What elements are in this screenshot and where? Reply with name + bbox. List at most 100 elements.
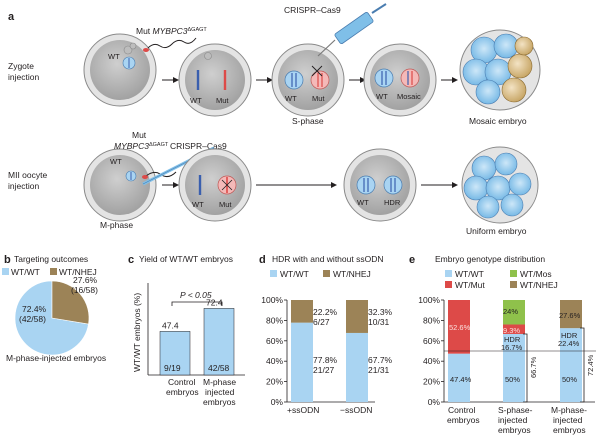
pie-nhej-count: (16/58): [71, 285, 98, 295]
e-c2-mos: 24%: [503, 307, 518, 316]
panel-d-title: HDR with and without ssODN: [272, 254, 383, 264]
d-b1-wt-cnt: 21/27: [313, 365, 335, 375]
bar-e-1-wt-wt: [448, 353, 470, 402]
sperm-tail: [147, 37, 197, 49]
e-c2-hdr: HDR: [504, 335, 521, 344]
e-tick-label-5: 0%: [428, 397, 441, 407]
e-cat1-l2: embryos: [447, 415, 480, 425]
bar-d-2-wt-wt: [346, 332, 368, 402]
wt-label-4: WT: [376, 92, 388, 101]
e-c3-hdr: HDR: [561, 331, 578, 340]
panel-c-label: c: [128, 254, 134, 266]
e-cat3-l2: injected: [553, 415, 583, 425]
e-c1-mut: 52.6%: [449, 323, 471, 332]
zygote-injection-label-2: injection: [8, 72, 39, 82]
panel-c: c Yield of WT/WT embryos WT/WT embryos (…: [128, 254, 245, 407]
bar-c-count-2: 42/58: [208, 363, 230, 373]
wt-label-1: WT: [108, 52, 120, 61]
pie-slice-wt-nhej: [51, 280, 90, 325]
e-tick-label-4: 20%: [423, 377, 440, 387]
e-c3-nhej: 27.6%: [559, 311, 581, 320]
zygote-cell-4: WT Mosaic: [363, 43, 437, 117]
legend-nhej-e: WT/NHEJ: [520, 280, 558, 290]
mut-gene-bottom: MYBPC3ΔGAGT: [114, 141, 169, 151]
bar-e-2-hdr: [503, 333, 525, 351]
bar-c-value-1: 47.4: [162, 320, 179, 330]
bar-c-1: [159, 331, 191, 376]
significance-bracket: [171, 301, 223, 306]
zygote-cell-1: WT Mut MYBPC3ΔGAGT: [83, 26, 207, 107]
pie-nhej-pct: 27.6%: [73, 275, 98, 285]
panel-b-title: Targeting outcomes: [14, 254, 88, 264]
c-cat2-l2: injected: [205, 387, 235, 397]
mut-gene-top: Mut MYBPC3ΔGAGT: [136, 26, 207, 36]
panel-d-label: d: [259, 254, 266, 266]
panel-c-title: Yield of WT/WT embryos: [139, 254, 233, 264]
e-cat3-l1: M-phase-: [551, 405, 587, 415]
bar-e-3-hdr: [560, 328, 582, 351]
legend-nhej-b: WT/NHEJ: [59, 267, 97, 277]
oocyte-injection-label-2: injection: [8, 181, 39, 191]
d-b2-nhej-cnt: 10/31: [368, 317, 390, 327]
mosaic-embryo-label: Mosaic embryo: [469, 116, 527, 126]
mut-label-6: Mut: [219, 200, 232, 209]
c-cat2-l3: embryos: [203, 397, 236, 407]
legend-swatch-mos-e: [510, 270, 517, 277]
d-b2-wt-cnt: 21/31: [368, 365, 390, 375]
d-tick-label-2: 60%: [266, 336, 283, 346]
d-tick-label-5: 0%: [271, 397, 284, 407]
e-tick-label-2: 60%: [423, 336, 440, 346]
panel-a: a Zygote injection MII oocyte injection …: [8, 3, 541, 236]
mosaic-label: Mosaic: [397, 92, 421, 101]
d-b2-nhej-pct: 32.3%: [368, 307, 393, 317]
legend-swatch-nhej: [50, 268, 57, 275]
panel-e-label: e: [409, 254, 415, 266]
bar-e-2-wt-mos: [503, 300, 525, 325]
uniform-embryo-label: Uniform embryo: [466, 226, 527, 236]
wt-label-5: WT: [110, 157, 122, 166]
zygote-cell-3: WT Mut S-phase: [271, 43, 345, 126]
legend-mut-e: WT/Mut: [455, 280, 485, 290]
bar-e-3-wt-wt: [560, 351, 582, 402]
oocyte-cell-1: WT M-phase: [83, 148, 177, 230]
panel-e-title: Embryo genotype distribution: [435, 254, 545, 264]
e-cat2-l3: embryos: [498, 425, 531, 435]
legend-swatch-mut-e: [445, 281, 452, 288]
bracket-s-phase: [523, 333, 528, 403]
d-b2-wt-pct: 67.7%: [368, 355, 393, 365]
bar-e-2-wt-mut: [503, 324, 525, 334]
panel-d: d HDR with and without ssODN WT/WT WT/NH…: [259, 254, 393, 415]
oocyte-cell-2: WT Mut: [178, 148, 252, 222]
wt-label-6: WT: [192, 200, 204, 209]
mut-bottom-label: Mut: [132, 130, 147, 140]
d-cat2: −ssODN: [340, 405, 372, 415]
pie-chart: [14, 280, 90, 356]
wt-label-2: WT: [190, 96, 202, 105]
legend-swatch-nhej-d: [323, 270, 330, 277]
pie-wt-count: (42/58): [19, 314, 46, 324]
e-c2-mut: 9.3%: [503, 326, 520, 335]
bar-c-count-1: 9/19: [164, 363, 181, 373]
ticks-e: 100%80%60%40%20%0%: [418, 295, 444, 407]
panel-b-label: b: [4, 254, 11, 266]
c-cat2-l1: M-phase: [203, 377, 236, 387]
oocyte-cell-3: WT HDR: [343, 148, 417, 222]
bar-d-1-wt-nhej: [291, 300, 313, 323]
d-tick-label-0: 100%: [261, 295, 283, 305]
zygote-cell-2: WT Mut: [178, 43, 252, 117]
legend-nhej-d: WT/NHEJ: [333, 269, 371, 279]
e-c1-wt: 47.4%: [450, 375, 472, 384]
e-cat3-l3: embryos: [553, 425, 586, 435]
bar-d-2-wt-nhej: [346, 300, 368, 333]
bars-d: [291, 300, 368, 402]
legend-wt-d: WT/WT: [280, 269, 309, 279]
mosaic-embryo: Mosaic embryo: [459, 29, 541, 126]
bar-e-1-wt-mut: [448, 300, 470, 354]
d-tick-label-1: 80%: [266, 315, 283, 325]
d-cat1: +ssODN: [287, 405, 319, 415]
zygote-injection-label-1: Zygote: [8, 61, 34, 71]
e-c3-hdr-pct: 22.4%: [558, 339, 580, 348]
legend-wt-b: WT/WT: [11, 267, 40, 277]
c-cat1-l2: embryos: [166, 387, 199, 397]
